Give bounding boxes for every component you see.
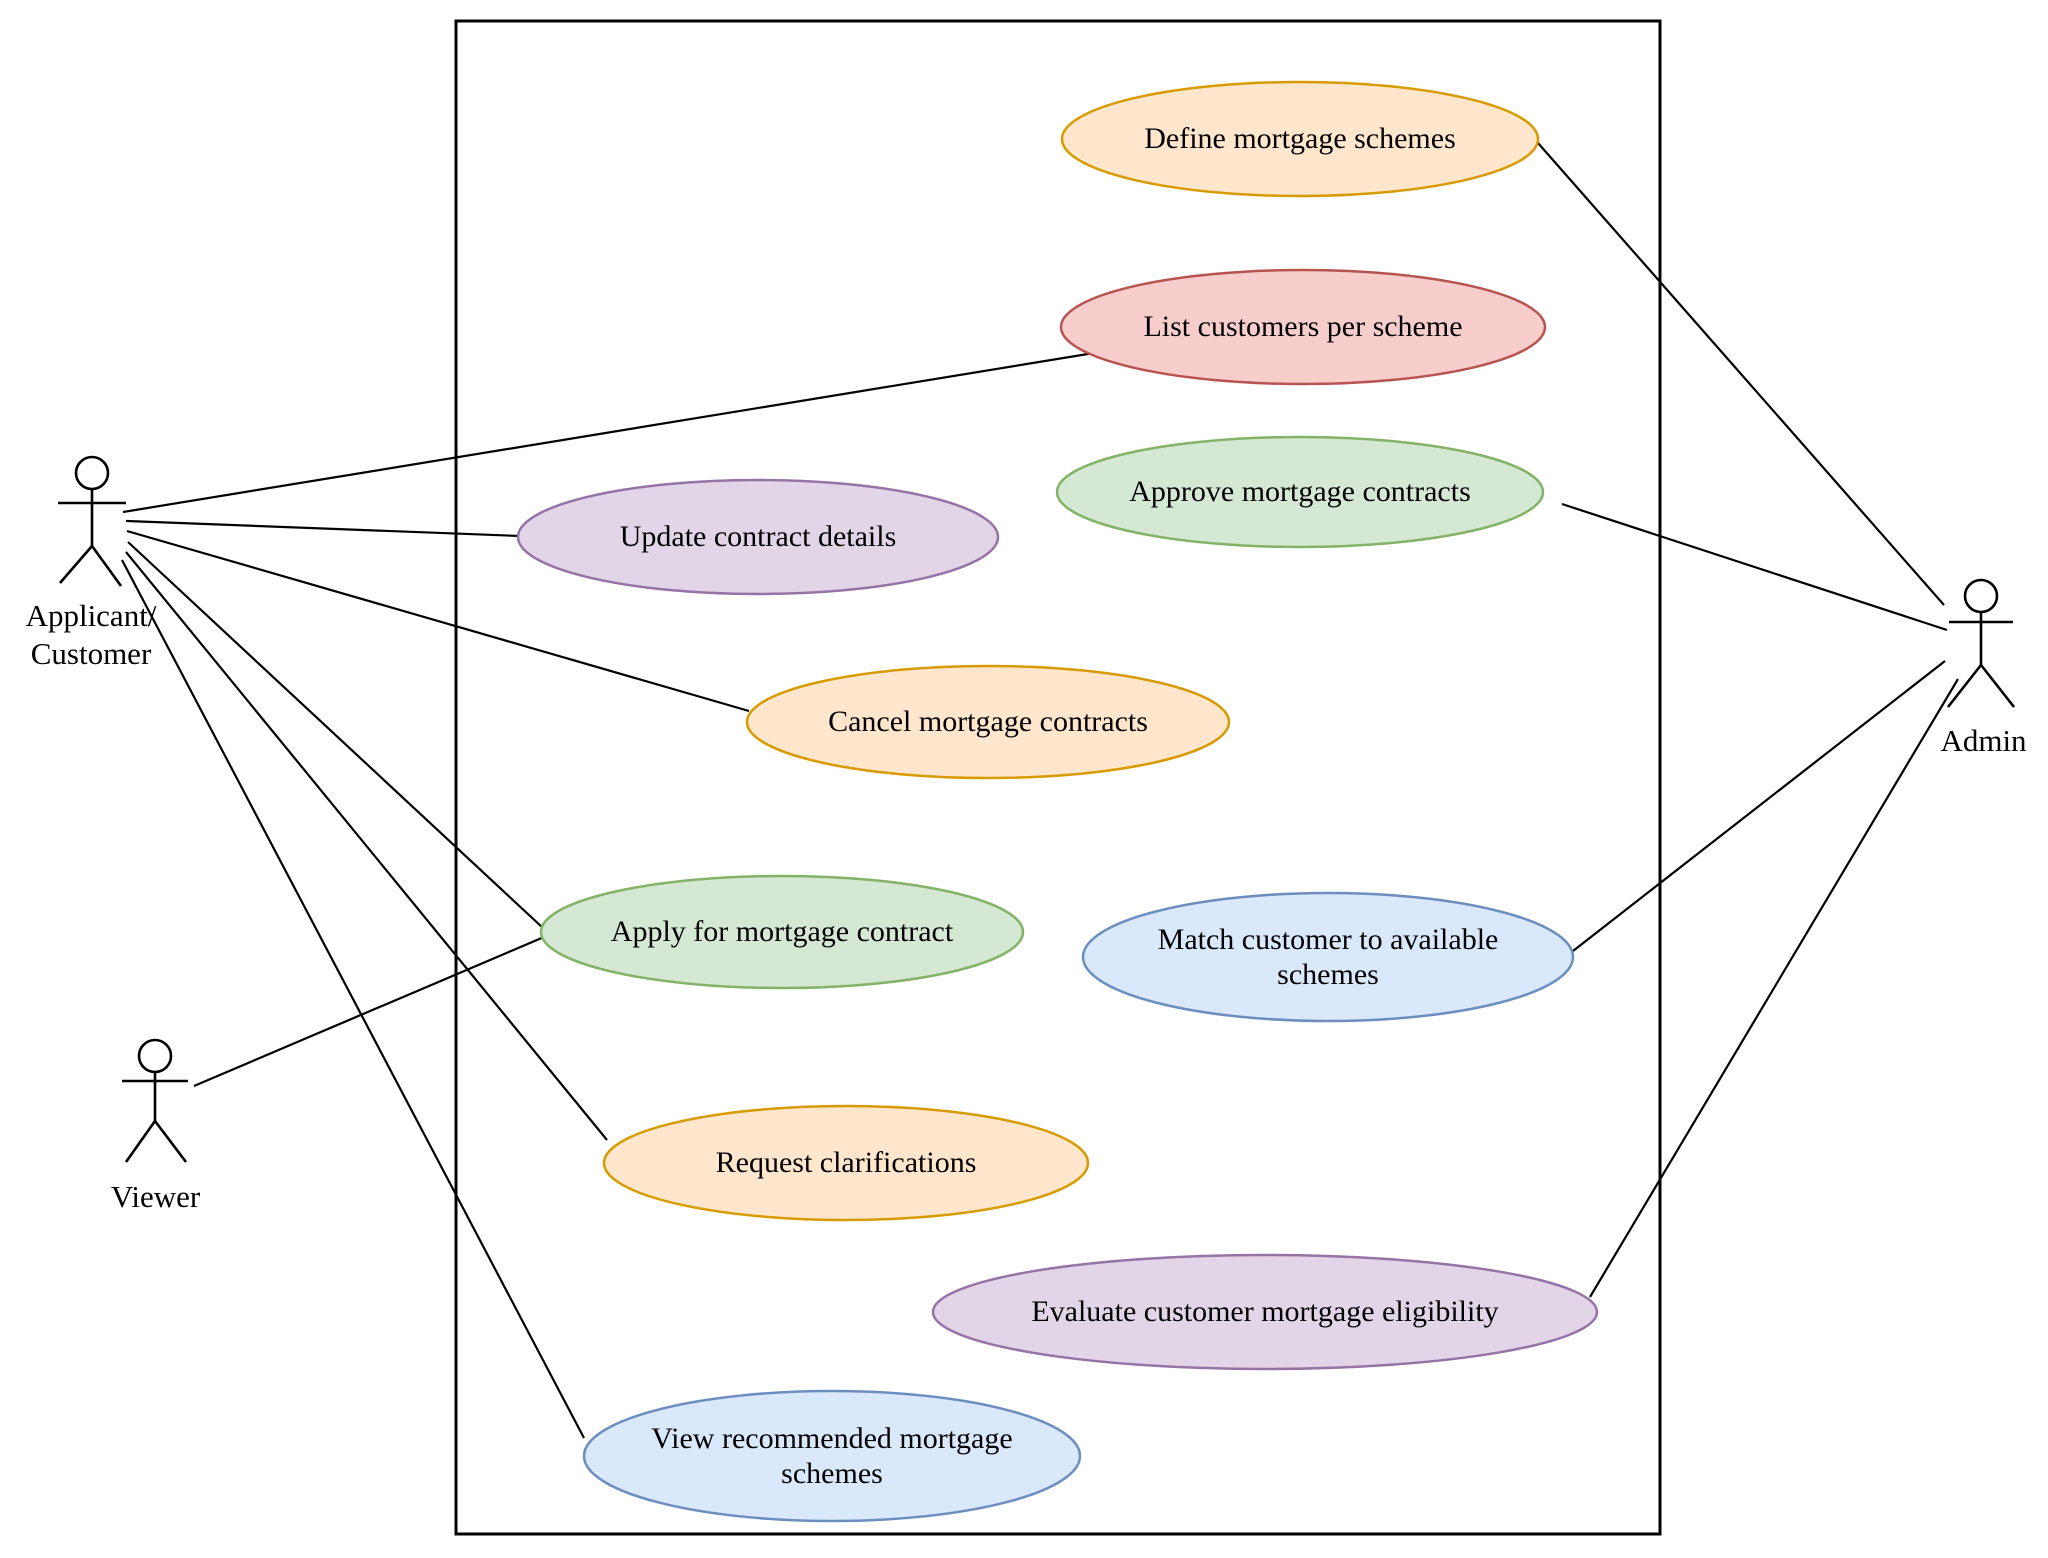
connectors	[121, 142, 1959, 1439]
usecase-list-customers-per-scheme[interactable]	[1059, 268, 1547, 386]
connector-admin-match-customer	[1572, 660, 1946, 952]
usecase-cancel-mortgage-contracts[interactable]	[745, 664, 1231, 780]
connector-applicant-apply-contract	[127, 541, 544, 929]
usecase-match-customer-to-available-schemes[interactable]	[1081, 891, 1575, 1023]
viewer-head	[137, 1038, 173, 1074]
applicant-head	[74, 455, 110, 491]
usecase-evaluate-customer-mortgage-eligibility[interactable]	[931, 1253, 1599, 1371]
usecase-define-mortgage-schemes[interactable]	[1060, 80, 1540, 198]
usecase-apply-for-mortgage-contract[interactable]	[539, 874, 1025, 990]
actor-admin-figure[interactable]	[1946, 578, 2016, 708]
connector-applicant-request-clarifications	[125, 551, 608, 1141]
connector-admin-evaluate-eligibility	[1589, 678, 1959, 1298]
use-case-shapes	[516, 80, 1599, 1523]
admin-head	[1963, 578, 1999, 614]
usecase-update-contract-details[interactable]	[516, 478, 1000, 596]
actor-viewer-figure[interactable]	[122, 1038, 188, 1163]
connector-applicant-view-recommended	[121, 559, 585, 1439]
connector-applicant-update-contract	[125, 519, 521, 538]
admin-left-leg	[1946, 664, 1983, 708]
usecase-approve-mortgage-contracts[interactable]	[1055, 435, 1545, 549]
usecase-view-recommended-mortgage-schemes[interactable]	[582, 1389, 1082, 1523]
system-boundary	[454, 19, 1662, 1536]
applicant-right-leg	[90, 545, 123, 587]
connector-applicant-list-customers	[122, 350, 1101, 514]
applicant-left-leg	[59, 545, 93, 584]
viewer-right-leg	[153, 1120, 188, 1163]
connector-admin-define-schemes	[1537, 142, 1945, 606]
connector-admin-approve-contracts	[1561, 502, 1948, 632]
connector-applicant-cancel-contracts	[126, 529, 750, 713]
viewer-left-leg	[124, 1120, 157, 1163]
admin-right-leg	[1979, 664, 2016, 708]
connector-viewer-apply-contract	[193, 935, 545, 1088]
actor-applicant-customer-figure[interactable]	[58, 455, 126, 587]
usecase-request-clarifications[interactable]	[602, 1104, 1090, 1222]
